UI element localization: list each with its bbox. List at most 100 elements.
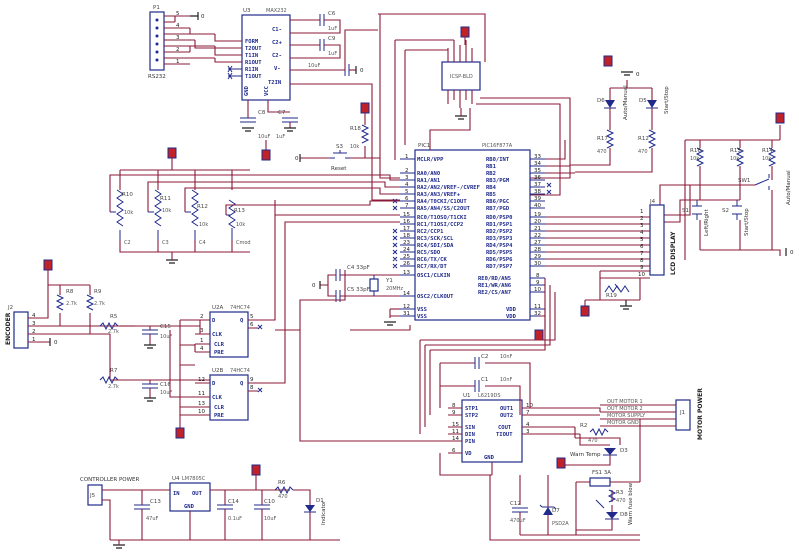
u1-pin-tiout: TIOUT [496, 432, 513, 438]
svg-text:37: 37 [534, 182, 541, 188]
u2b-pin-d: D [212, 381, 216, 387]
svg-text:21: 21 [534, 226, 541, 232]
pic-pin-rc7: RC7/RX/DT [417, 264, 447, 270]
svg-text:17: 17 [403, 226, 410, 232]
svg-text:4: 4 [640, 230, 644, 236]
u3-pin-gnd: GND [244, 85, 250, 96]
svg-text:40: 40 [534, 203, 541, 209]
u2a-pin-clk: CLK [212, 332, 223, 338]
svg-text:2.7k: 2.7k [94, 301, 105, 307]
svg-text:1uF: 1uF [328, 26, 337, 32]
svg-text:9: 9 [250, 377, 254, 383]
svg-text:0: 0 [636, 72, 640, 78]
u2a-pin-d: D [212, 318, 216, 324]
pic-pin-vss2: VSS [417, 314, 427, 320]
encoder-ref: J2 [7, 305, 13, 311]
svg-text:8: 8 [250, 385, 254, 391]
rs232-connector: P1 RS232 5 4 3 2 1 0 [148, 5, 215, 80]
u3-pin-t1out: T1OUT [245, 74, 262, 80]
indicator-label: Indicator [321, 500, 327, 525]
svg-text:6: 6 [452, 448, 456, 454]
svg-text:7: 7 [640, 251, 644, 257]
u3-pin-t1in: T1IN [245, 53, 258, 59]
svg-text:1: 1 [176, 59, 180, 65]
svg-text:13: 13 [403, 270, 410, 276]
u1-ref: U1 [463, 393, 471, 399]
u2b-pin-clk: CLK [212, 395, 223, 401]
u3-pin-vminus: V- [274, 66, 281, 72]
svg-text:1: 1 [640, 209, 644, 215]
svg-text:R14: R14 [762, 148, 773, 154]
svg-text:R12: R12 [197, 204, 208, 210]
svg-text:11: 11 [534, 304, 541, 310]
svg-text:0: 0 [790, 250, 794, 256]
u2b-pin-clr: CLR [214, 405, 225, 411]
svg-text:0: 0 [201, 14, 205, 20]
u3-pin-vcc: VCC [264, 86, 270, 96]
pic-pin-vdd1: VDD [506, 307, 517, 313]
u1-pin-cout: COUT [498, 425, 512, 431]
svg-text:D8: D8 [620, 512, 628, 518]
svg-text:8: 8 [640, 258, 644, 264]
svg-text:R6: R6 [278, 480, 286, 486]
svg-text:5: 5 [640, 237, 644, 243]
u3-pin-form: FORM [245, 39, 259, 45]
svg-text:Y1: Y1 [385, 278, 393, 284]
svg-text:Cmod: Cmod [236, 240, 251, 246]
encoder-connector: J2 ENCODER 4 3 2 1 0 R8 2.7k R9 2.7k R5 … [5, 259, 210, 402]
svg-text:S2: S2 [722, 208, 729, 214]
svg-text:C3: C3 [162, 240, 169, 246]
u2b-name: 74HC74 [230, 368, 250, 374]
pic-pin-rb5: RB5 [486, 192, 496, 198]
pic-pin-rc3: RC3/SCK/SCL [417, 236, 454, 242]
pic-pin-osc2: OSC2/CLKOUT [417, 294, 454, 300]
svg-text:3: 3 [200, 328, 204, 334]
pic-pin-rc0: RC0/T1OSO/T1CKI [417, 215, 467, 221]
pic-name: PIC16F877A [482, 143, 513, 149]
svg-text:32: 32 [534, 311, 541, 317]
svg-text:C2: C2 [124, 240, 131, 246]
u2b-pin-pre: PRE [214, 413, 224, 419]
pic-pin-ra2: RA2/AN2/VREF-/CVREF [417, 185, 480, 191]
svg-text:R19: R19 [606, 293, 617, 299]
reset-label: Reset [331, 166, 347, 172]
u4-name: LM7805C [182, 476, 206, 482]
potentiometer-bank: R10 10k R11 10k R12 10k R13 10k C2 C3 C4… [109, 147, 400, 264]
svg-text:10nF: 10nF [500, 354, 513, 360]
svg-text:R13: R13 [234, 208, 245, 214]
svg-text:2.7k: 2.7k [108, 384, 119, 390]
svg-text:10: 10 [198, 409, 205, 415]
switch-left-right-label: Left/Right [704, 208, 710, 236]
p1-ref: P1 [153, 5, 160, 11]
svg-text:470: 470 [638, 149, 648, 155]
u1-pin-vd: VD [465, 451, 472, 457]
svg-text:S1: S1 [682, 208, 689, 214]
svg-text:14: 14 [403, 291, 410, 297]
u3-pin-c2minus: C2- [272, 53, 282, 59]
u1-pin-out2: OUT2 [500, 413, 513, 419]
svg-text:0.1uF: 0.1uF [228, 516, 242, 522]
u2a-name: 74HC74 [230, 305, 250, 311]
max232-chip: U3 MAX232 FORM T2OUT T1IN R1OUT R1IN T1O… [194, 8, 364, 161]
svg-text:5: 5 [176, 11, 180, 17]
svg-text:C5 33pF: C5 33pF [347, 287, 370, 293]
svg-text:R9: R9 [94, 289, 102, 295]
u1-name: L6219DS [478, 393, 501, 399]
svg-text:10k: 10k [730, 156, 739, 162]
svg-text:9: 9 [452, 410, 456, 416]
svg-text:3: 3 [640, 223, 644, 229]
pic-microcontroller: PIC1 PIC16F877A MCLR/VPP RA0/AN0 RA1/AN1… [392, 143, 552, 321]
flipflop-u2a: U2A 74HC74 D CLK CLR PRE Q 2 3 1 4 5 6 [179, 214, 400, 366]
svg-text:16: 16 [403, 219, 410, 225]
svg-text:C2: C2 [481, 354, 488, 360]
svg-text:10k: 10k [124, 210, 133, 216]
pic-pin-rb0: RB0/INT [486, 157, 510, 163]
pic-pin-rb2: RB2 [486, 171, 496, 177]
u4-pin-gnd: GND [184, 504, 195, 510]
svg-text:C4: C4 [199, 240, 206, 246]
pic-pin-rb4: RB4 [486, 185, 497, 191]
svg-text:5: 5 [250, 314, 254, 320]
svg-text:3: 3 [176, 35, 180, 41]
svg-text:13: 13 [198, 401, 205, 407]
